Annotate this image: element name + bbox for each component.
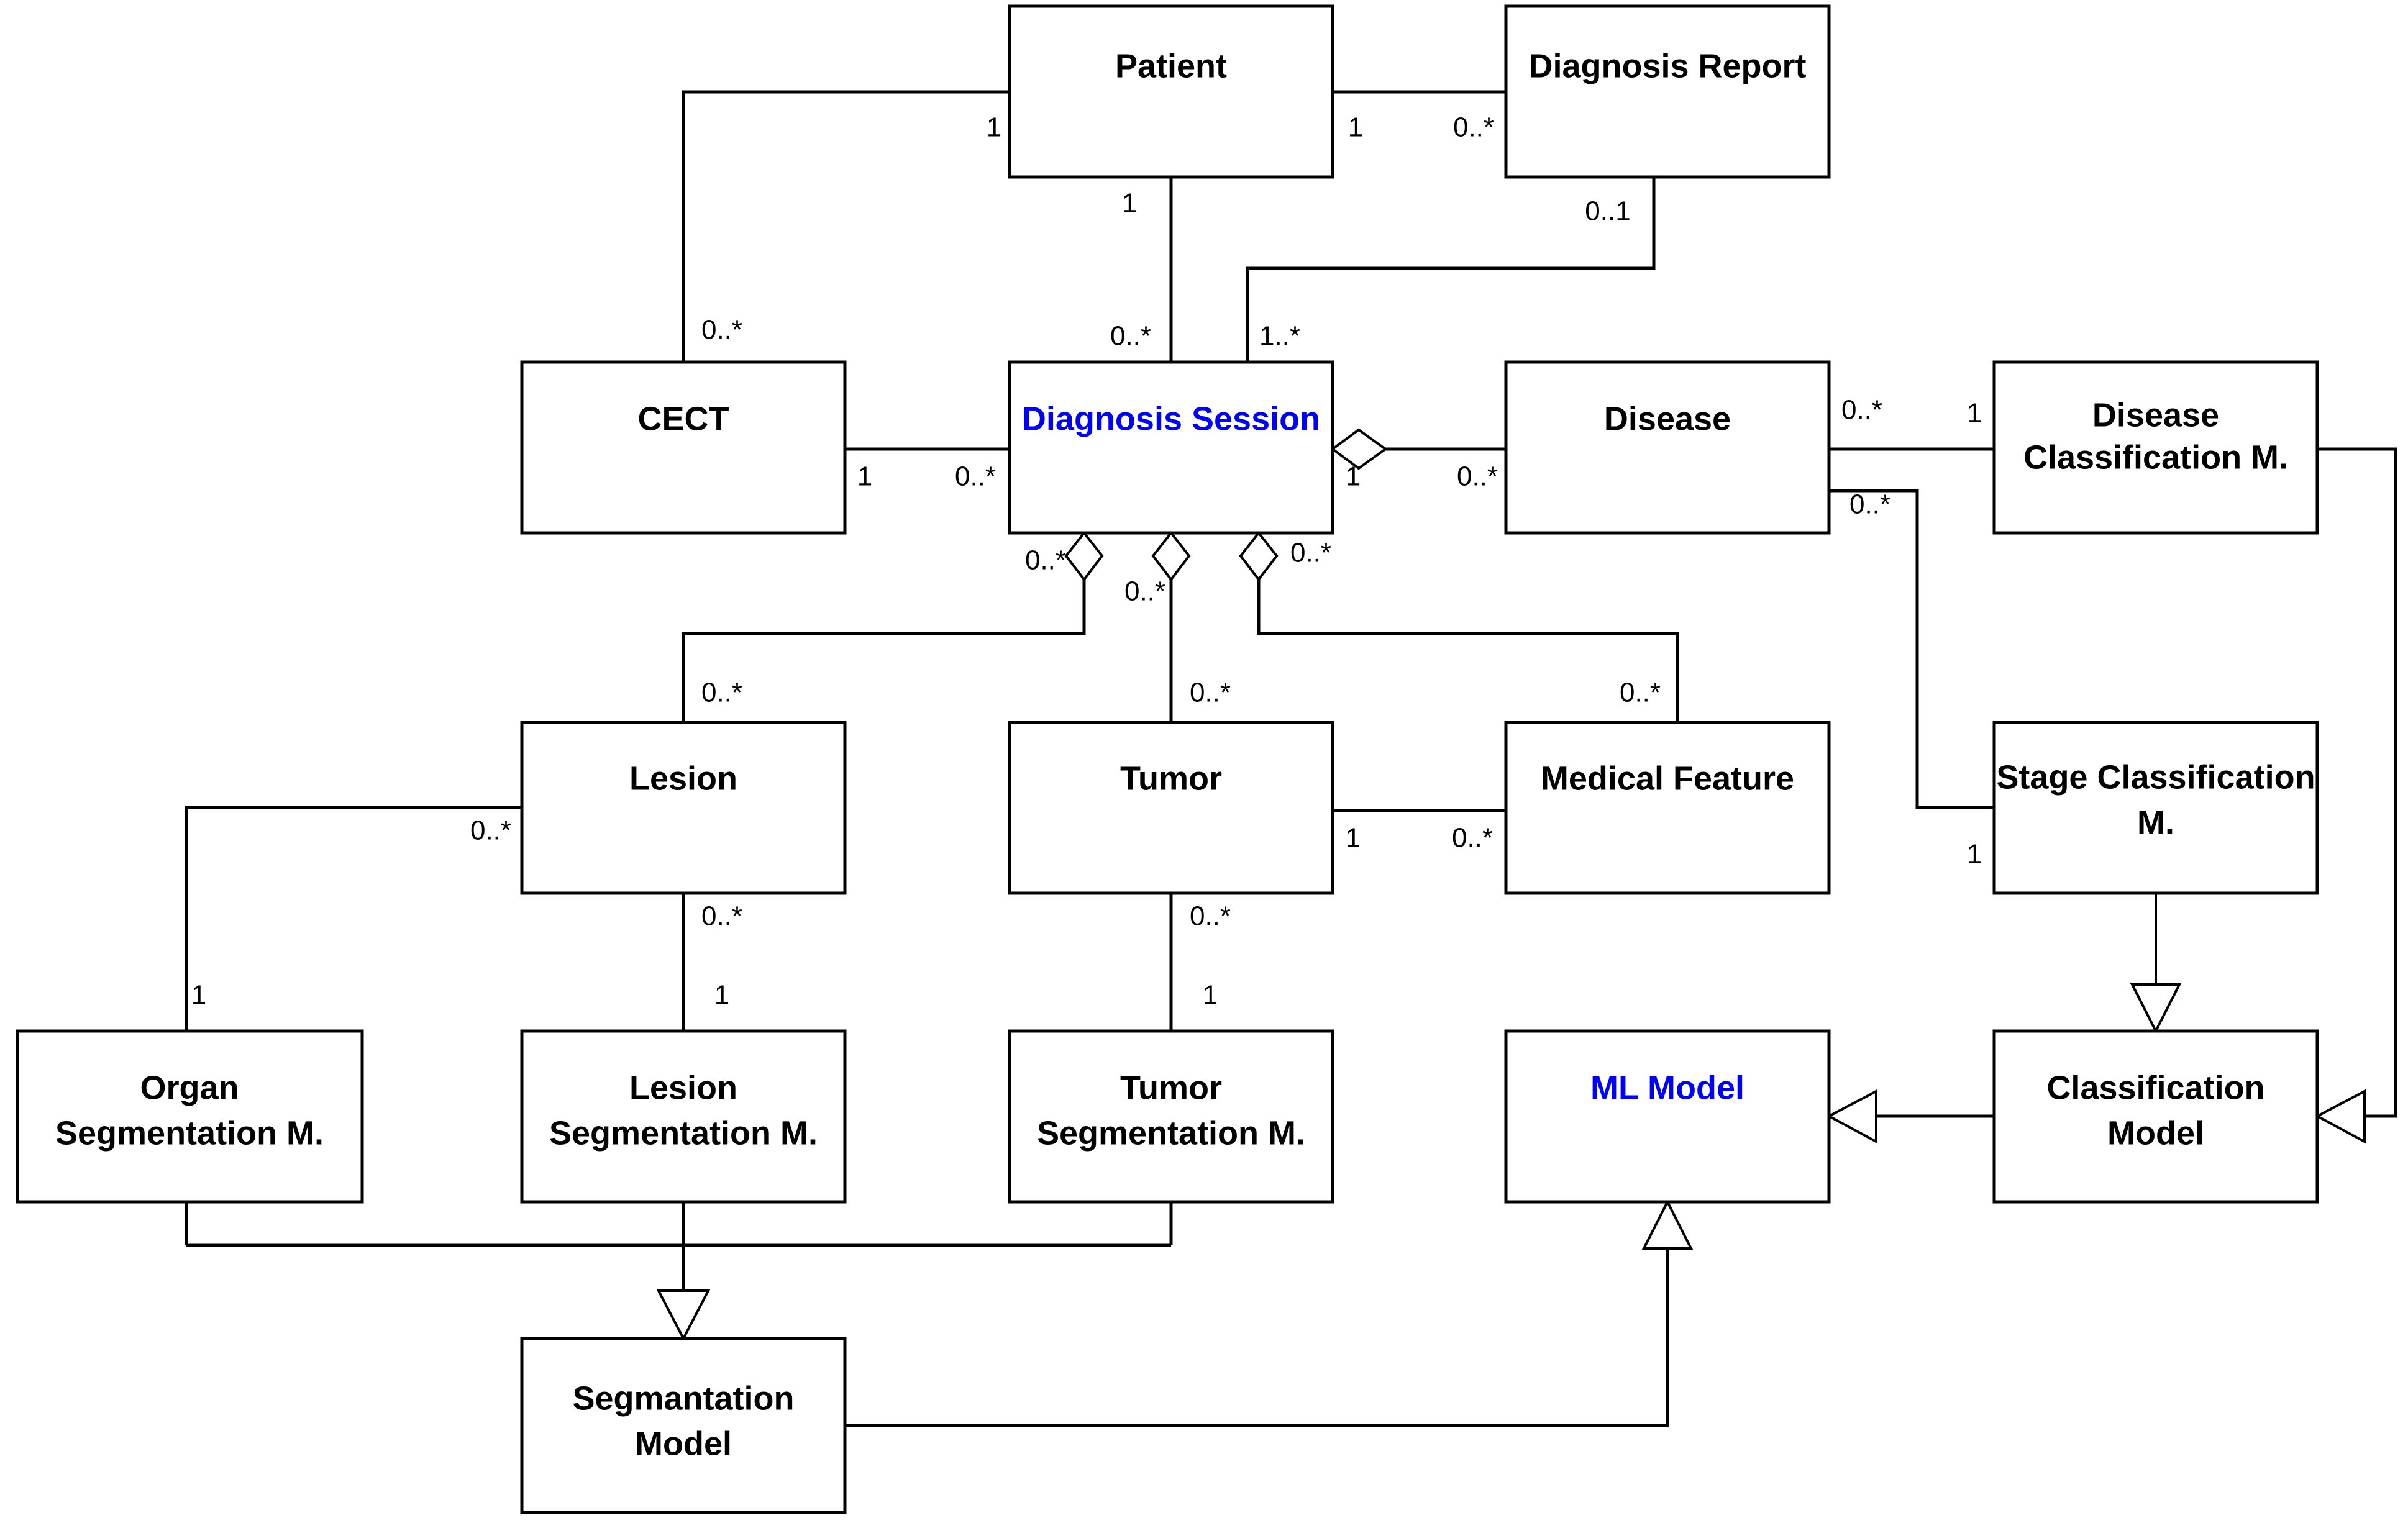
multiplicity-label: 0..* xyxy=(1849,489,1890,520)
multiplicity-label: 1 xyxy=(1346,461,1361,492)
class-label-classification-model-line1: Classification xyxy=(2046,1069,2264,1106)
class-boxes: Patient Diagnosis Report CECT Diagnosis … xyxy=(16,4,2319,1514)
relation-edges xyxy=(185,90,2397,1427)
class-box-tumor[interactable]: Tumor xyxy=(1008,721,1334,895)
generalization-arrow-ml-model-bottom xyxy=(1641,1199,1694,1250)
edge-diagnosis-report-session xyxy=(1246,177,1656,362)
aggregation-diamond-session-medical-feature xyxy=(1239,530,1279,582)
multiplicity-label: 0..* xyxy=(1457,461,1498,492)
class-label-ml-model: ML Model xyxy=(1590,1069,1744,1106)
multiplicity-label: 1 xyxy=(1348,112,1363,143)
class-label-lesion: Lesion xyxy=(629,760,737,797)
class-label-lesion-segmentation-m-line2: Segmentation M. xyxy=(549,1114,818,1152)
multiplicity-label: 0..* xyxy=(1190,678,1231,708)
multiplicity-label: 0..* xyxy=(470,816,511,846)
multiplicity-label: 1 xyxy=(191,980,206,1011)
edge-disease-classification-m-classification-model xyxy=(2317,447,2397,1118)
multiplicity-label: 1 xyxy=(1346,823,1361,853)
multiplicity-label: 0..* xyxy=(701,315,742,345)
aggregation-diamond-session-disease xyxy=(1330,428,1388,470)
class-label-classification-model-line2: Model xyxy=(2107,1114,2204,1152)
multiplicity-label: 0..* xyxy=(701,678,742,708)
multiplicity-label: 0..* xyxy=(1452,823,1493,853)
multiplicity-label: 0..* xyxy=(1453,112,1494,143)
multiplicity-label: 0..* xyxy=(1190,901,1231,932)
edge-segmantation-model-ml-model xyxy=(845,1248,1669,1427)
multiplicity-label: 1 xyxy=(987,112,1001,143)
class-label-diagnosis-report: Diagnosis Report xyxy=(1528,47,1806,84)
class-box-ml-model[interactable]: ML Model xyxy=(1504,1029,1831,1204)
class-label-patient: Patient xyxy=(1115,47,1227,84)
class-label-medical-feature: Medical Feature xyxy=(1541,760,1794,797)
multiplicity-label: 0..* xyxy=(1841,395,1882,425)
class-label-disease-classification-m-line1: Disease xyxy=(2092,396,2219,434)
multiplicity-label: 0..* xyxy=(1620,678,1661,708)
class-box-medical-feature[interactable]: Medical Feature xyxy=(1504,721,1831,895)
multiplicity-label: 0..* xyxy=(1124,576,1165,607)
class-label-organ-segmentation-m-line2: Segmentation M. xyxy=(55,1114,324,1152)
multiplicity-label: 1..* xyxy=(1259,321,1300,352)
class-label-organ-segmentation-m-line1: Organ xyxy=(140,1069,239,1106)
multiplicity-label: 1 xyxy=(714,980,729,1011)
generalization-arrow-ml-model-right xyxy=(1826,1089,1877,1144)
class-box-tumor-segmentation-m[interactable]: Tumor Segmentation M. xyxy=(1008,1029,1334,1204)
multiplicity-label: 0..* xyxy=(701,901,742,932)
multiplicity-label: 0..* xyxy=(1290,538,1331,568)
edge-patient-cect xyxy=(682,90,1010,362)
multiplicity-label: 0..* xyxy=(1110,321,1151,352)
class-label-cect: CECT xyxy=(638,400,729,437)
aggregation-diamond-session-lesion xyxy=(1064,530,1104,582)
multiplicity-label: 1 xyxy=(1967,839,1982,870)
class-label-tumor-segmentation-m-line2: Segmentation M. xyxy=(1037,1114,1305,1152)
class-label-segmantation-model-line1: Segmantation xyxy=(572,1380,794,1417)
class-label-stage-classification-m-line1: Stage Classification xyxy=(1996,758,2315,796)
class-label-lesion-segmentation-m-line1: Lesion xyxy=(629,1069,737,1106)
class-box-disease[interactable]: Disease xyxy=(1504,360,1831,535)
aggregation-diamond-session-tumor xyxy=(1151,530,1191,582)
class-box-lesion[interactable]: Lesion xyxy=(520,721,847,895)
class-box-diagnosis-report[interactable]: Diagnosis Report xyxy=(1504,4,1831,179)
class-box-disease-classification-m[interactable]: Disease Classification M. xyxy=(1992,360,2319,535)
edge-diagnosis-session-medical-feature xyxy=(1257,556,1679,722)
class-box-patient[interactable]: Patient xyxy=(1008,4,1334,179)
multiplicity-label: 1 xyxy=(1122,188,1137,219)
multiplicity-labels: 1 1 0..* 1 0..1 0..* 0..* 1..* 1 0..* 1 … xyxy=(191,112,1982,1011)
multiplicity-label: 1 xyxy=(857,461,872,492)
class-label-stage-classification-m-line2: M. xyxy=(2137,804,2174,841)
class-box-classification-model[interactable]: Classification Model xyxy=(1992,1029,2319,1204)
class-box-stage-classification-m[interactable]: Stage Classification M. xyxy=(1992,721,2319,895)
class-box-cect[interactable]: CECT xyxy=(520,360,847,535)
edge-disease-stage-classification-m xyxy=(1829,489,1994,809)
generalization-arrow-classification-model-right xyxy=(2314,1089,2366,1144)
class-label-tumor-segmentation-m-line1: Tumor xyxy=(1120,1069,1222,1106)
generalization-arrow-segmantation-model xyxy=(656,1289,711,1342)
class-label-diagnosis-session: Diagnosis Session xyxy=(1022,400,1320,437)
class-label-tumor: Tumor xyxy=(1120,760,1222,797)
multiplicity-label: 1 xyxy=(1203,980,1218,1011)
edge-lesion-organ-segmentation-m xyxy=(185,806,522,1031)
multiplicity-label: 0..* xyxy=(955,461,996,492)
multiplicity-label: 0..1 xyxy=(1585,196,1630,227)
generalization-arrow-classification-model-top xyxy=(2130,983,2182,1034)
class-box-lesion-segmentation-m[interactable]: Lesion Segmentation M. xyxy=(520,1029,847,1204)
class-box-diagnosis-session[interactable]: Diagnosis Session xyxy=(1008,360,1334,535)
class-label-disease-classification-m-line2: Classification M. xyxy=(2023,439,2288,476)
class-label-disease: Disease xyxy=(1604,400,1731,437)
multiplicity-label: 0..* xyxy=(1025,545,1066,576)
multiplicity-label: 1 xyxy=(1967,398,1982,429)
class-box-organ-segmentation-m[interactable]: Organ Segmentation M. xyxy=(16,1029,364,1204)
edge-diagnosis-session-lesion xyxy=(682,556,1086,722)
class-label-segmantation-model-line2: Model xyxy=(635,1425,732,1462)
class-box-segmantation-model[interactable]: Segmantation Model xyxy=(520,1337,847,1514)
